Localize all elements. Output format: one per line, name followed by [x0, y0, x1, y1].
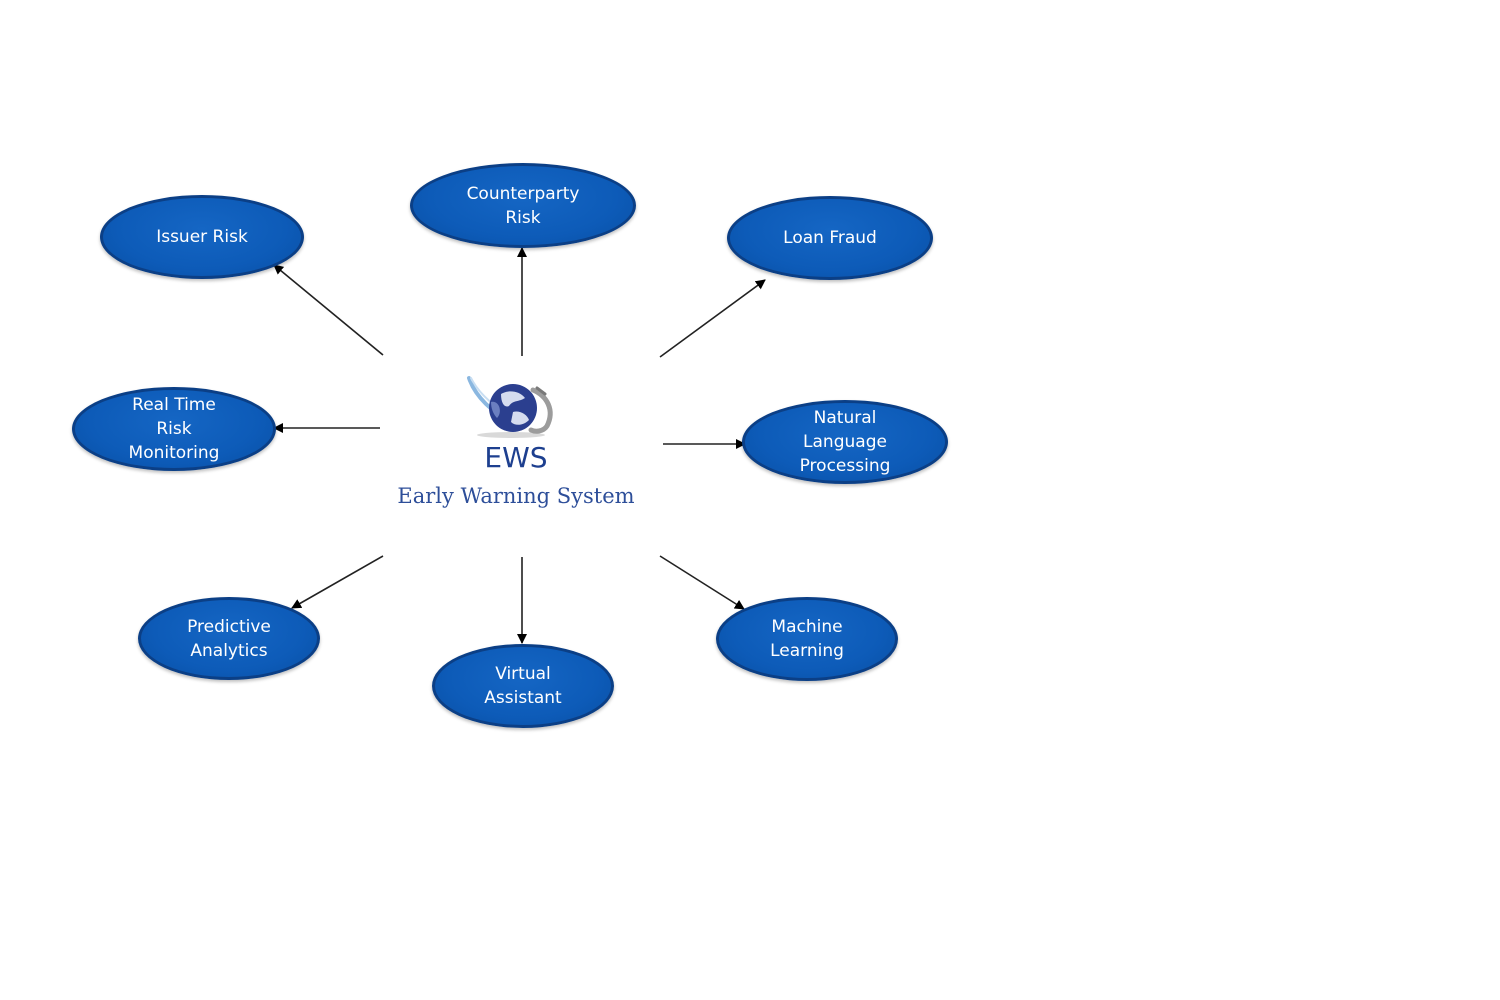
- node-label: Counterparty Risk: [467, 182, 580, 230]
- node-virtual-assistant: Virtual Assistant: [432, 644, 614, 728]
- node-label: Natural Language Processing: [800, 406, 891, 478]
- arrow-to-loan-fraud: [660, 280, 765, 357]
- node-real-time-risk-monitoring: Real Time Risk Monitoring: [72, 387, 276, 471]
- node-label: Machine Learning: [770, 615, 844, 663]
- arrow-to-machine-learning: [660, 556, 744, 609]
- node-counterparty-risk: Counterparty Risk: [410, 163, 636, 248]
- arrow-to-predictive-analytics: [292, 556, 383, 608]
- globe-icon: [461, 372, 571, 444]
- node-predictive-analytics: Predictive Analytics: [138, 597, 320, 680]
- node-label: Issuer Risk: [156, 225, 248, 249]
- node-label: Loan Fraud: [783, 226, 877, 250]
- node-label: Virtual Assistant: [484, 662, 561, 710]
- logo-subtitle: Early Warning System: [386, 482, 646, 510]
- node-label: Real Time Risk Monitoring: [129, 393, 220, 465]
- logo-title: EWS: [386, 442, 646, 474]
- node-loan-fraud: Loan Fraud: [727, 196, 933, 280]
- ews-logo-block: EWS Early Warning System: [386, 372, 646, 532]
- node-machine-learning: Machine Learning: [716, 597, 898, 681]
- node-issuer-risk: Issuer Risk: [100, 195, 304, 279]
- arrow-to-issuer-risk: [274, 265, 383, 355]
- node-label: Predictive Analytics: [187, 615, 271, 663]
- node-natural-language-processing: Natural Language Processing: [742, 400, 948, 484]
